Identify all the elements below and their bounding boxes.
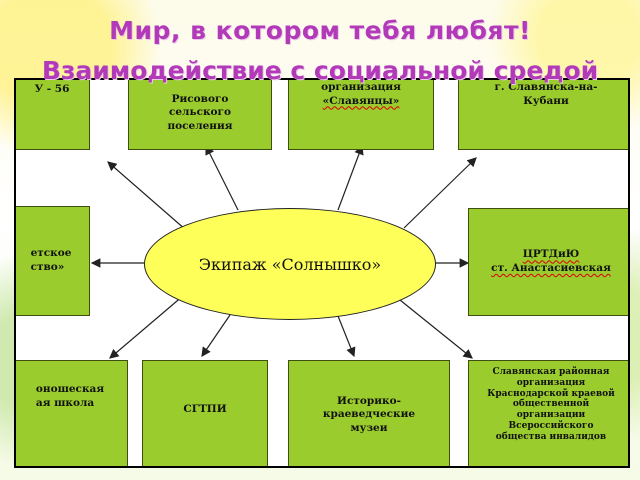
arrow-bottom-center-right: [337, 315, 356, 358]
box-top-center-right: организация«Славянцы»: [288, 80, 434, 150]
arrow-top-center-right: [337, 144, 364, 211]
arrow-top-right: [403, 157, 477, 229]
arrow-top-left: [107, 161, 187, 231]
center-label: Экипаж «Солнышко»: [198, 254, 382, 274]
arrow-bottom-left: [109, 294, 185, 359]
center-ellipse: Экипаж «Солнышко»: [144, 208, 436, 320]
connector-lines: [90, 144, 477, 359]
box-top-left: У - 56: [16, 80, 90, 150]
box-bottom-right: Славянская районная организация Краснода…: [468, 360, 628, 466]
box-bottom-center-left: СГТПИ: [142, 360, 268, 466]
slide-title: Мир, в котором тебя любят!: [109, 16, 531, 45]
arrow-top-center-left: [205, 144, 239, 211]
arrow-bottom-right: [399, 299, 473, 359]
slide-subtitle: Взаимодействие с социальной средой: [41, 56, 599, 85]
arrow-bottom-center-left: [201, 314, 231, 357]
box-top-right: г. Славянска-на-Кубани: [458, 80, 628, 150]
